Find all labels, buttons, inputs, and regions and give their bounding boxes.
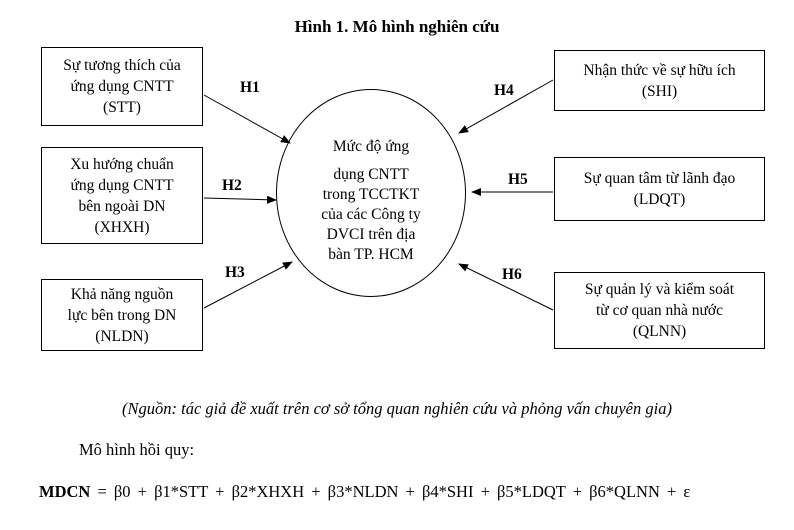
hypothesis-h1: H1 bbox=[240, 79, 260, 96]
figure-source-note: (Nguồn: tác giả đề xuất trên cơ sở tổng … bbox=[122, 399, 672, 418]
regression-label: Mô hình hồi quy: bbox=[79, 440, 195, 459]
center-label-line1: Mức độ ứng bbox=[332, 138, 410, 155]
factor-box-xhxh: Xu hướng chuẩn ứng dụng CNTT bên ngoài D… bbox=[41, 147, 203, 244]
hypothesis-h3: H3 bbox=[225, 264, 245, 281]
hypothesis-h2: H2 bbox=[222, 177, 242, 194]
factor-box-nldn-label: Khả năng nguồn lực bên trong DN (NLDN) bbox=[67, 285, 177, 345]
arrow-h4 bbox=[458, 79, 554, 134]
arrow-h2 bbox=[203, 195, 277, 204]
factor-box-nldn: Khả năng nguồn lực bên trong DN (NLDN) bbox=[41, 279, 203, 351]
arrow-h3 bbox=[203, 261, 293, 309]
factor-box-stt-label: Sự tương thích của ứng dụng CNTT (STT) bbox=[63, 57, 181, 116]
factor-box-qlnn-label: Sự quản lý và kiểm soát từ cơ quan nhà n… bbox=[584, 281, 735, 340]
center-ellipse bbox=[276, 89, 466, 297]
arrow-h1 bbox=[203, 94, 291, 144]
factor-box-ldqt-label: Sự quan tâm từ lãnh đạo (LDQT) bbox=[583, 170, 736, 208]
center-label-body: dụng CNTT trong TCCTKT của các Công ty D… bbox=[321, 166, 421, 263]
factor-box-xhxh-label: Xu hướng chuẩn ứng dụng CNTT bên ngoài D… bbox=[70, 155, 174, 236]
factor-box-stt: Sự tương thích của ứng dụng CNTT (STT) bbox=[41, 47, 203, 126]
factor-box-shi-label: Nhận thức về sự hữu ích (SHI) bbox=[583, 61, 736, 100]
hypothesis-h6: H6 bbox=[502, 266, 522, 283]
regression-lhs: MDCN bbox=[39, 482, 91, 501]
arrow-h6 bbox=[458, 263, 554, 311]
factor-box-ldqt: Sự quan tâm từ lãnh đạo (LDQT) bbox=[554, 157, 765, 221]
figure-title: Hình 1. Mô hình nghiên cứu bbox=[294, 17, 500, 36]
factor-box-shi: Nhận thức về sự hữu ích (SHI) bbox=[554, 50, 765, 111]
regression-equation: MDCN = β0 + β1*STT + β2*XHXH + β3*NLDN +… bbox=[39, 478, 742, 505]
hypothesis-h5: H5 bbox=[508, 171, 528, 188]
hypothesis-h4: H4 bbox=[494, 82, 514, 99]
factor-box-qlnn: Sự quản lý và kiểm soát từ cơ quan nhà n… bbox=[554, 272, 765, 349]
regression-rhs: = β0 + β1*STT + β2*XHXH + β3*NLDN + β4*S… bbox=[90, 482, 691, 501]
